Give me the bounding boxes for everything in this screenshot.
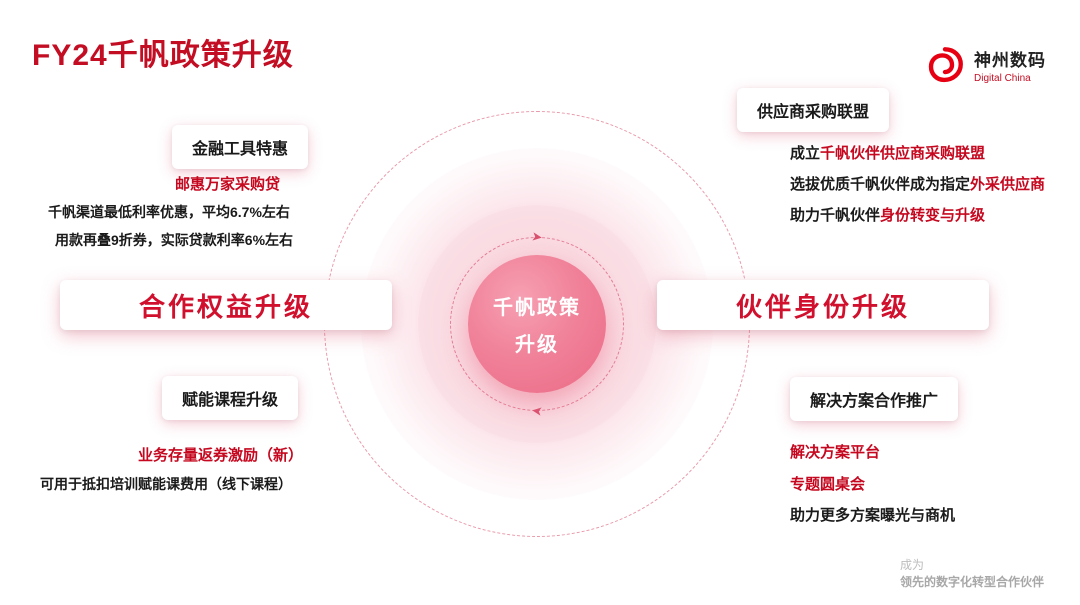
page-title: FY24千帆政策升级 (32, 39, 294, 72)
course-highlight: 业务存量返券激励（新） (138, 447, 304, 464)
center-label-line2: 升级 (515, 334, 559, 356)
finance-line-1: 千帆渠道最低利率优惠，平均6.7%左右 (48, 204, 290, 220)
center-label-line1: 千帆政策 (493, 297, 581, 319)
solution-highlight-2: 专题圆桌会 (790, 476, 866, 493)
logo-subtitle: Digital China (974, 73, 1031, 84)
supplier-line-3-highlight: 身份转变与升级 (880, 207, 986, 224)
logo-text: 神州数码 Digital China (974, 46, 1046, 84)
supplier-line-2-prefix: 选拔优质千帆伙伴成为指定 (790, 176, 971, 193)
finance-highlight: 邮惠万家采购贷 (175, 176, 281, 193)
solution-box: 解决方案合作推广 (790, 377, 959, 421)
digital-china-swirl-icon (928, 47, 963, 83)
supplier-line-2-highlight: 外采供应商 (970, 176, 1046, 193)
digital-china-logo: 神州数码 Digital China (924, 44, 1046, 86)
center-circle: 千帆政策 升级 (468, 255, 606, 393)
solution-highlight-1: 解决方案平台 (790, 444, 881, 461)
supplier-box: 供应商采购联盟 (737, 88, 890, 132)
footer-line-1: 成为 (899, 558, 924, 573)
footer-tagline: 成为 领先的数字化转型合作伙伴 (900, 557, 1044, 591)
footer-line-2: 领先的数字化转型合作伙伴 (899, 575, 1044, 590)
clockwise-arrow-bottom-icon: ➤ (530, 403, 544, 420)
supplier-line-1-prefix: 成立 (790, 145, 821, 162)
inner-dashed-circle: ➤ ➤ (450, 228, 624, 420)
supplier-line-1: 成立千帆伙伴供应商采购联盟 (790, 146, 985, 161)
right-main-box: 伙伴身份升级 (657, 280, 989, 330)
supplier-line-3: 助力千帆伙伴身份转变与升级 (790, 208, 985, 223)
logo-name: 神州数码 (974, 51, 1046, 70)
center-diagram: ➤ ➤ 千帆政策 升级 (324, 111, 750, 537)
supplier-line-1-highlight: 千帆伙伴供应商采购联盟 (820, 145, 986, 162)
course-line: 可用于抵扣培训赋能课费用（线下课程） (40, 476, 292, 492)
course-box: 赋能课程升级 (162, 376, 299, 420)
solution-line: 助力更多方案曝光与商机 (790, 507, 956, 524)
finance-box: 金融工具特惠 (172, 125, 309, 169)
finance-line-2: 用款再叠9折券，实际贷款利率6%左右 (55, 232, 294, 248)
supplier-line-2: 选拔优质千帆伙伴成为指定外采供应商 (790, 177, 1045, 192)
supplier-line-3-prefix: 助力千帆伙伴 (790, 207, 881, 224)
left-main-box: 合作权益升级 (60, 280, 392, 330)
clockwise-arrow-top-icon: ➤ (530, 228, 544, 245)
